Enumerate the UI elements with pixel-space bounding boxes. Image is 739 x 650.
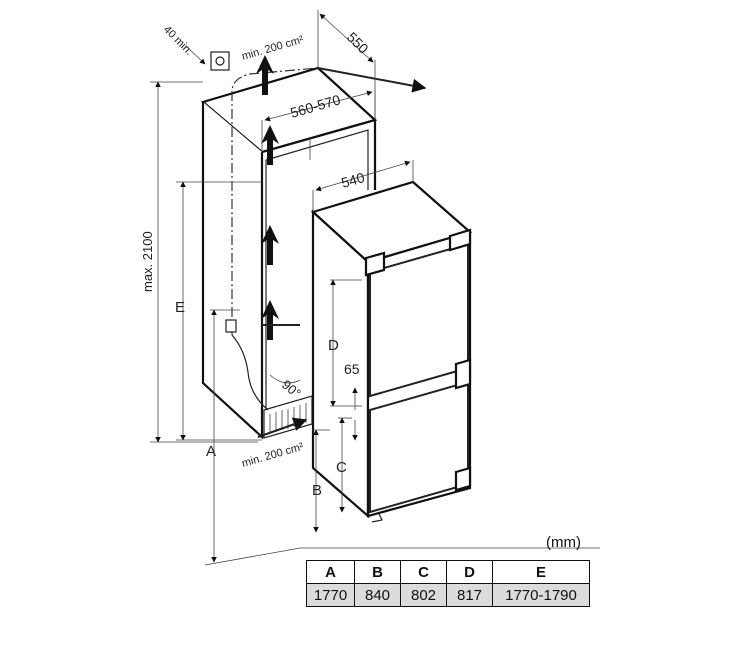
label-vent-bottom: min. 200 cm²: [241, 441, 306, 470]
label-d: D: [328, 337, 339, 354]
label-c: C: [336, 459, 347, 476]
power-cable: [225, 67, 319, 411]
label-90-degrees: 90°: [279, 377, 304, 401]
label-550: 550: [344, 29, 372, 57]
table-header-row: A B C D E: [306, 560, 590, 584]
label-40-min: 40 min.: [161, 24, 195, 58]
dimensions-table: A B C D E 1770 840 802 817 1770-1790: [306, 560, 590, 607]
dimension-lines: [150, 10, 600, 566]
header-c: C: [400, 560, 447, 584]
label-max-2100: max. 2100: [140, 231, 155, 292]
value-b: 840: [354, 583, 401, 607]
unit-label: (mm): [546, 534, 581, 551]
label-65: 65: [344, 361, 360, 377]
value-d: 817: [446, 583, 493, 607]
label-540: 540: [339, 169, 366, 191]
table-row: 1770 840 802 817 1770-1790: [306, 583, 590, 607]
header-b: B: [354, 560, 401, 584]
value-a: 1770: [306, 583, 355, 607]
label-b: B: [312, 482, 322, 499]
label-a: A: [206, 443, 216, 460]
header-d: D: [446, 560, 493, 584]
wall-socket-icon: [210, 51, 230, 71]
header-e: E: [492, 560, 590, 584]
label-vent-top: min. 200 cm²: [241, 34, 306, 63]
value-e: 1770-1790: [492, 583, 590, 607]
label-e: E: [175, 299, 185, 316]
header-a: A: [306, 560, 355, 584]
airflow-arrows: [256, 55, 427, 438]
value-c: 802: [400, 583, 447, 607]
